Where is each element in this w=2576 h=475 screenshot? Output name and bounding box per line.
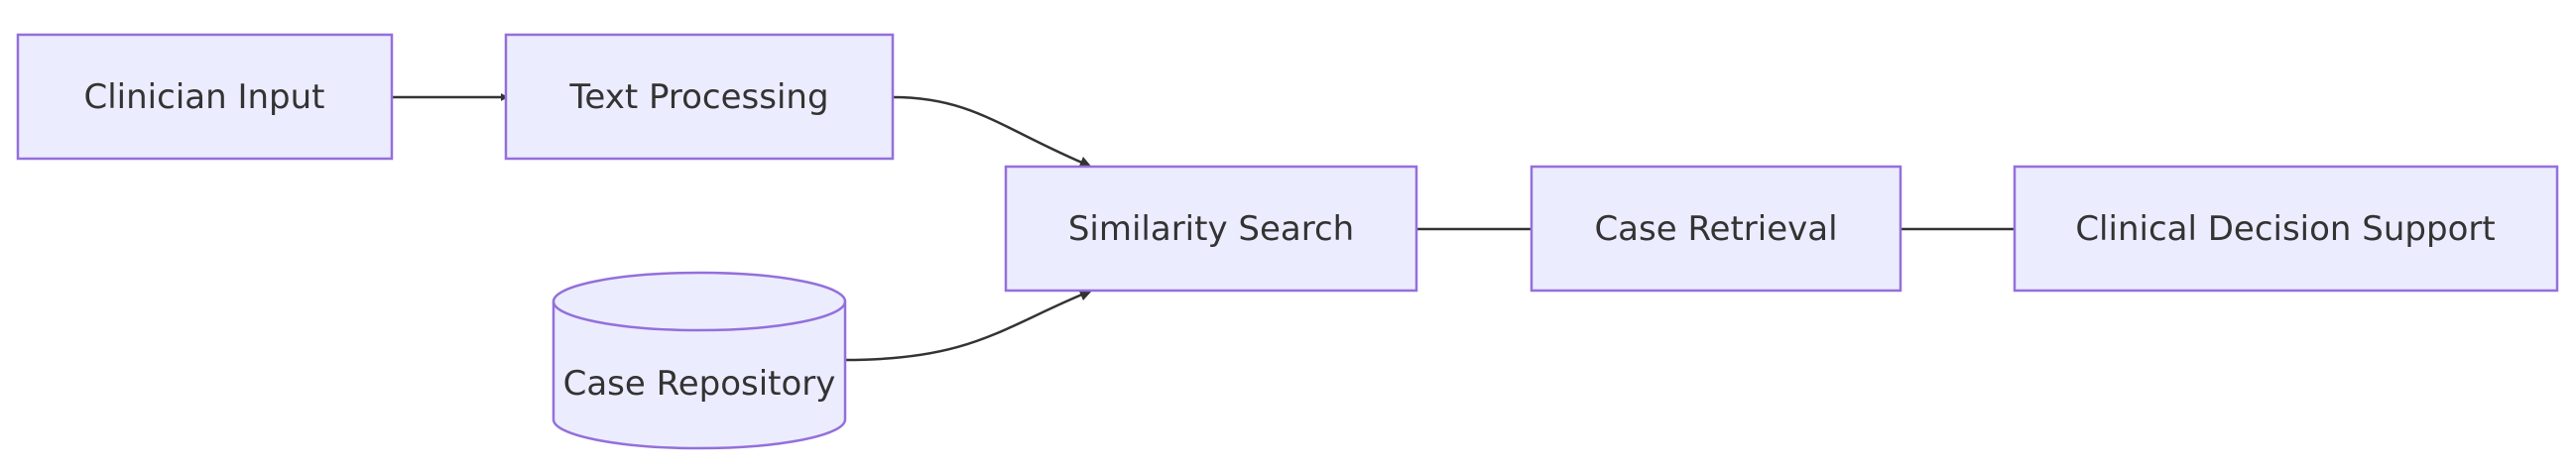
node-text-processing[interactable]: Text Processing xyxy=(504,33,895,161)
node-label: Clinician Input xyxy=(84,77,325,117)
edge-case-repository-to-similarity-search xyxy=(844,290,1090,362)
node-label: Case Retrieval xyxy=(1594,209,1837,249)
node-case-retrieval[interactable]: Case Retrieval xyxy=(1530,165,1902,293)
node-label: Text Processing xyxy=(568,77,828,117)
node-clinical-decision-support[interactable]: Clinical Decision Support xyxy=(2013,165,2559,293)
node-label: Clinical Decision Support xyxy=(2075,209,2495,249)
edge-text-processing-to-similarity-search xyxy=(892,95,1090,168)
node-label: Case Repository xyxy=(563,364,836,404)
node-case-repository[interactable]: Case Repository xyxy=(552,271,847,450)
node-clinician-input[interactable]: Clinician Input xyxy=(16,33,394,161)
node-label: Similarity Search xyxy=(1068,209,1354,249)
node-similarity-search[interactable]: Similarity Search xyxy=(1004,165,1418,293)
